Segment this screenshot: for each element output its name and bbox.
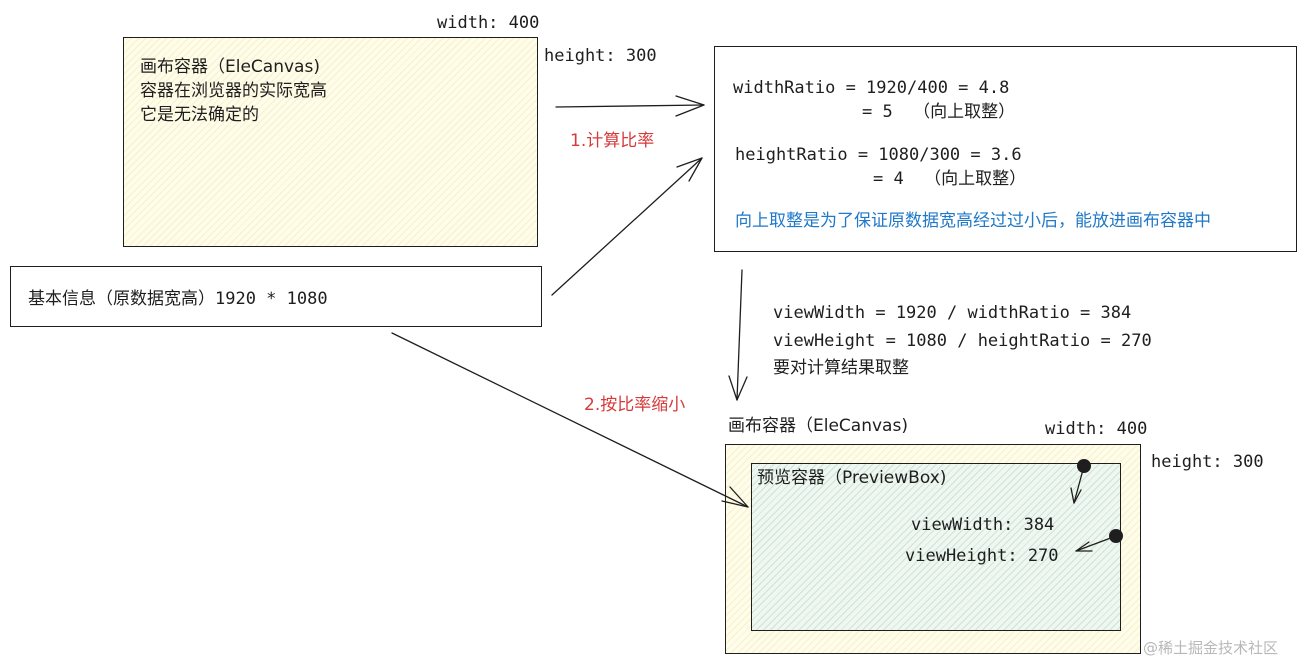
result-canvas-title: 画布容器（EleCanvas) [728, 416, 908, 436]
round-up-note: 向上取整是为了保证原数据宽高经过过小后，能放进画布容器中 [735, 211, 1211, 231]
arrow-ratio-down [736, 269, 743, 401]
source-info-box [10, 266, 542, 327]
preview-view-width-label: viewWidth: 384 [911, 515, 1055, 535]
canvas-container-line-3: 它是无法确定的 [140, 105, 259, 125]
canvas-container-line-2: 容器在浏览器的实际宽高 [140, 81, 327, 101]
canvas-height-label: height: 300 [544, 46, 657, 66]
result-height-label: height: 300 [1151, 452, 1264, 472]
canvas-container-box [123, 37, 538, 247]
step-2-label: 2.按比率缩小 [584, 395, 686, 415]
round-result-note: 要对计算结果取整 [773, 358, 909, 378]
height-ratio-line-1: heightRatio = 1080/300 = 3.6 [735, 145, 1022, 165]
ratio-box [714, 46, 1297, 252]
preview-box-title: 预览容器（PreviewBox) [757, 468, 947, 488]
arrow-info-to-preview [391, 332, 749, 508]
arrow-info-to-ratio [551, 157, 703, 296]
width-ratio-line-2: = 5 （向上取整） [862, 102, 1016, 122]
result-width-label: width: 400 [1045, 419, 1148, 439]
height-ratio-line-2: = 4 （向上取整） [873, 169, 1027, 189]
view-height-calc: viewHeight = 1080 / heightRatio = 270 [773, 331, 1152, 351]
width-ratio-line-1: widthRatio = 1920/400 = 4.8 [733, 78, 1010, 98]
preview-view-height-label: viewHeight: 270 [905, 546, 1059, 566]
canvas-width-label: width: 400 [437, 13, 540, 33]
arrow-canvas-to-ratio [555, 104, 705, 108]
view-width-calc: viewWidth = 1920 / widthRatio = 384 [773, 303, 1132, 323]
source-info-text: 基本信息（原数据宽高）1920 * 1080 [28, 289, 328, 309]
watermark: @稀土掘金技术社区 [1143, 639, 1279, 657]
step-1-label: 1.计算比率 [570, 131, 655, 151]
canvas-container-line-1: 画布容器（EleCanvas) [140, 57, 320, 77]
preview-box [751, 463, 1121, 631]
